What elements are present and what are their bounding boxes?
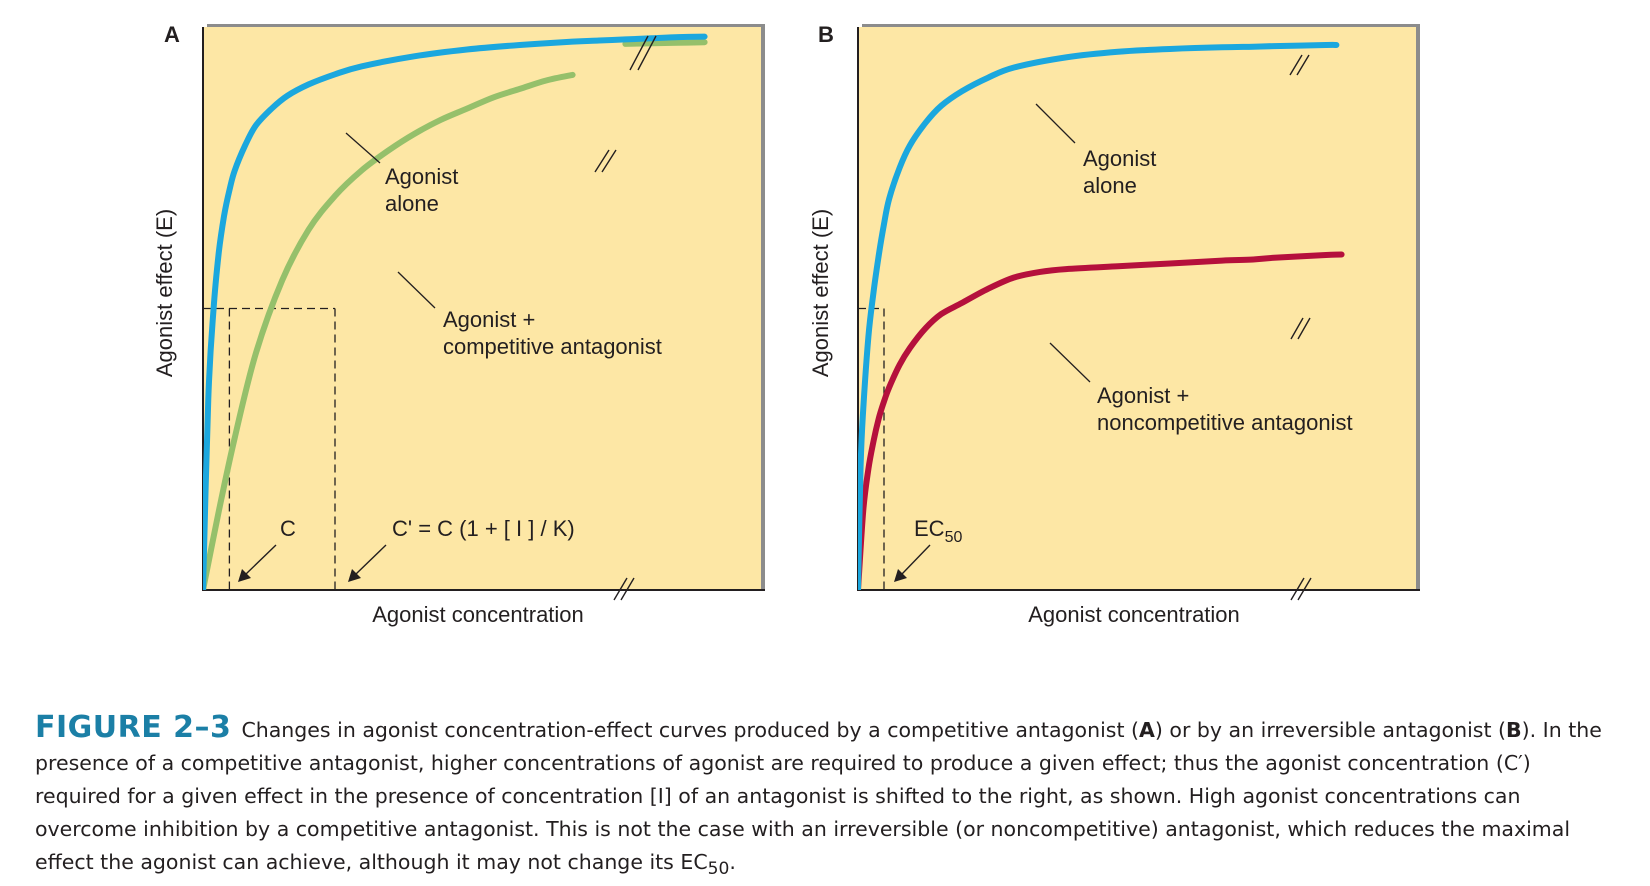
panel-b-label-agonist-alone-line1: Agonist — [1083, 146, 1156, 171]
panel-b-label-noncompetitive: Agonist + noncompetitive antagonist — [1097, 383, 1353, 435]
panel-b-break-mark-blue — [1289, 54, 1310, 76]
panel-a-arrow-cprime — [348, 544, 387, 582]
panel-a-y-axis-label: Agonist effect (E) — [152, 209, 177, 377]
panel-b-break-mark-red — [1290, 317, 1311, 340]
caption-bold-b: B — [1506, 717, 1522, 742]
caption-text-1: Changes in agonist concentration-effect … — [241, 717, 1140, 742]
panel-a: A Agonist effect (E) Agonist concentrati… — [152, 22, 765, 627]
caption-subscript: 50 — [707, 858, 730, 879]
panel-b-annotation-ec50-sub: 50 — [945, 529, 963, 546]
panel-b-label-agonist-alone: Agonist alone — [1083, 146, 1163, 198]
panel-a-break-mark-x-axis — [613, 577, 635, 601]
panel-a-competitive-curve-continuation — [622, 39, 708, 47]
panel-a-competitive-curve — [203, 71, 576, 590]
panel-a-label-competitive-line2: competitive antagonist — [443, 334, 662, 359]
panel-b-leader-noncompetitive — [1049, 342, 1091, 383]
panel-b-label: B — [818, 22, 834, 47]
panel-b-arrow-ec50 — [894, 544, 931, 582]
panel-b-x-axis-label: Agonist concentration — [1028, 602, 1240, 627]
panel-b-background — [858, 27, 1416, 590]
panel-b-break-marks — [1289, 54, 1312, 601]
caption-figure-label: FIGURE 2–3 — [35, 709, 232, 745]
caption-text-3: ). In the presence of a competitive anta… — [35, 717, 1602, 874]
panel-b-leader-agonist-alone — [1035, 103, 1076, 144]
panel-a-label-agonist-alone-line1: Agonist — [385, 164, 458, 189]
panel-b-label-noncompetitive-line1: Agonist + — [1097, 383, 1189, 408]
panel-a-arrow-c — [238, 544, 277, 582]
panel-a-leader-agonist-alone — [345, 132, 381, 164]
panel-b-y-axis-label: Agonist effect (E) — [808, 209, 833, 377]
panel-a-label-agonist-alone: Agonist alone — [385, 164, 465, 216]
panel-a-agonist-alone-curve — [203, 33, 708, 590]
panel-a-annotation-c: C — [280, 516, 296, 541]
caption-text-2: ) or by an irreversible antagonist ( — [1154, 717, 1506, 742]
caption-bold-a: A — [1139, 717, 1155, 742]
panel-a-x-axis-label: Agonist concentration — [372, 602, 584, 627]
panel-b-agonist-alone-curve — [858, 41, 1340, 590]
panel-a-annotation-cprime: C' = C (1 + [ I ] / K) — [392, 516, 575, 541]
figure-svg: A Agonist effect (E) Agonist concentrati… — [152, 22, 1420, 627]
panel-b-annotation-ec50-main: EC — [914, 516, 945, 541]
panel-a-label-competitive-line1: Agonist + — [443, 307, 535, 332]
figure: A Agonist effect (E) Agonist concentrati… — [152, 22, 1420, 627]
panel-b-label-agonist-alone-line2: alone — [1083, 173, 1137, 198]
caption-text-4: . — [729, 849, 736, 874]
panel-a-label-agonist-alone-line2: alone — [385, 191, 439, 216]
panel-a-leader-competitive — [397, 271, 436, 309]
panel-a-label-competitive: Agonist + competitive antagonist — [443, 307, 662, 359]
panel-b: B Agonist effect (E) Agonist concentrati… — [808, 22, 1420, 627]
panel-a-break-mark-blue — [629, 35, 657, 71]
panel-b-break-mark-x-axis — [1290, 577, 1312, 601]
panel-b-noncompetitive-curve — [858, 251, 1345, 590]
panel-a-label: A — [164, 22, 180, 47]
panel-a-break-marks — [594, 35, 657, 601]
panel-a-break-mark-green — [594, 149, 617, 173]
panel-b-annotation-ec50: EC50 — [914, 516, 962, 546]
panel-b-label-noncompetitive-line2: noncompetitive antagonist — [1097, 410, 1353, 435]
figure-caption: FIGURE 2–3 Changes in agonist concentrati… — [35, 711, 1615, 886]
